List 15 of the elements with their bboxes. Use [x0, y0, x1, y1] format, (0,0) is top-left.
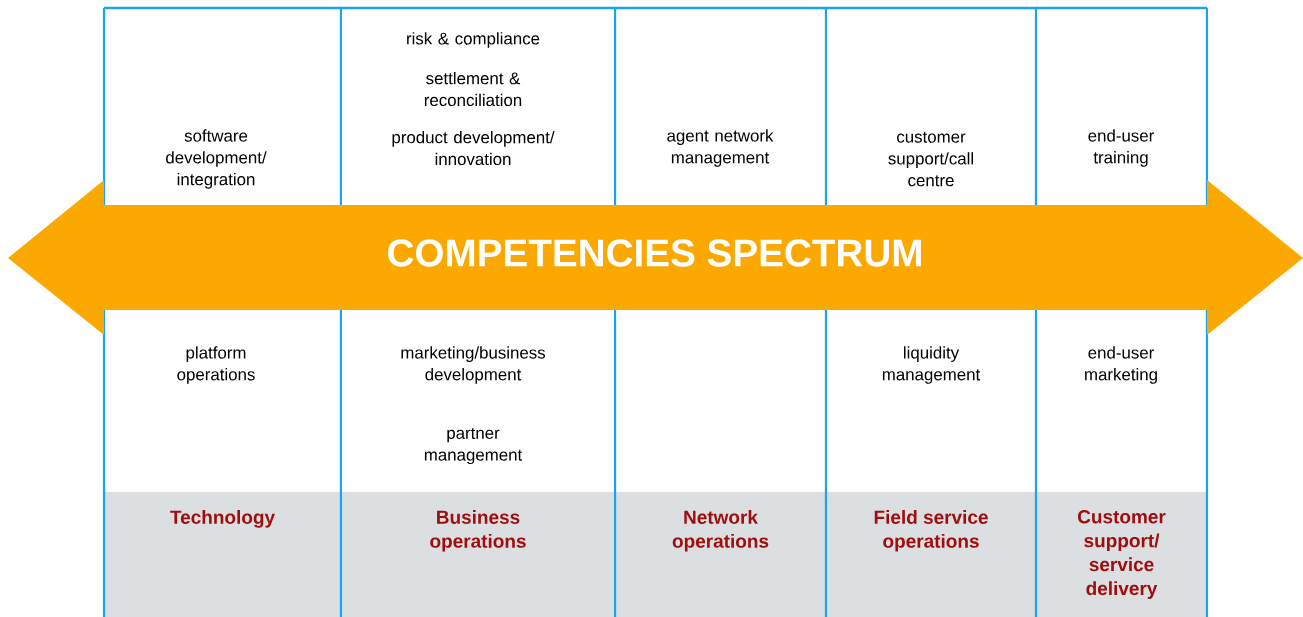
category-cell: Technology	[104, 492, 341, 617]
category-cell: Network operations	[615, 492, 826, 617]
competency-text: settlement & reconciliation	[424, 71, 522, 107]
category-cell: Field service operations	[826, 492, 1036, 617]
category-cell: Business operations	[341, 492, 615, 617]
competency-text: end-user marketing	[1085, 346, 1157, 384]
category-cell: Customer support/ service delivery	[1036, 492, 1207, 617]
competency-text: partner management	[424, 427, 523, 465]
competency-text: platform operations	[177, 346, 255, 384]
competency-text: liquidity management	[882, 346, 981, 384]
competency-text: risk & compliance	[407, 32, 540, 48]
competency-text: product development/ innovation	[392, 130, 555, 166]
competency-text: marketing/business development	[401, 346, 546, 384]
competency-text: agent network management	[667, 129, 774, 167]
competency-text: end-user training	[1088, 129, 1154, 167]
